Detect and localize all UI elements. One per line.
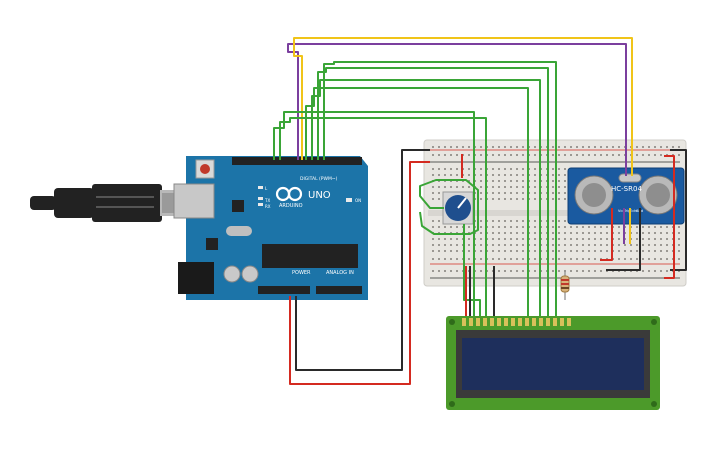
lcd-pin [567, 318, 571, 326]
wire-black-sensor[interactable] [606, 208, 641, 271]
lcd-pin [539, 318, 543, 326]
wire-green-pot[interactable] [419, 179, 479, 235]
wire-green-5[interactable] [317, 67, 549, 316]
on-label: ON [355, 198, 361, 203]
wire-black-rail[interactable] [670, 149, 687, 271]
lcd-16x2[interactable] [446, 316, 660, 410]
tx-label: TX [264, 198, 270, 203]
digital-label: DIGITAL (PWM~) [300, 176, 338, 182]
power-jack[interactable] [178, 262, 214, 294]
digital-header [232, 157, 362, 165]
lcd-pin [483, 318, 487, 326]
arduino-uno-board[interactable]: ARDUINO UNO DIGITAL (PWM~) POWER ANALOG … [173, 156, 368, 300]
sensor-pin-echo: Echo [630, 209, 639, 213]
tx-led [258, 197, 263, 200]
wire-red-rail[interactable] [664, 155, 675, 279]
lcd-pin [518, 318, 522, 326]
wire-green-6[interactable] [323, 61, 557, 316]
wire-red-5v[interactable] [289, 161, 430, 385]
power-header [258, 286, 310, 294]
usb-chip [232, 200, 244, 212]
reset-button-cap[interactable] [200, 164, 210, 174]
power-label: POWER [292, 270, 311, 276]
lcd-pin [469, 318, 473, 326]
lcd-pin [497, 318, 501, 326]
wires [273, 37, 687, 385]
lcd-pin [532, 318, 536, 326]
wire-black-gnd[interactable] [295, 149, 430, 371]
l-led [258, 186, 263, 189]
capacitor-2 [241, 265, 259, 283]
board-model: UNO [308, 190, 331, 201]
sensor-crystal [618, 173, 642, 183]
lcd-pin [504, 318, 508, 326]
wire-green-2[interactable] [279, 117, 487, 316]
lcd-pin-header [462, 318, 571, 326]
wire-green-4[interactable] [311, 79, 541, 316]
arduino-logo: ARDUINO [275, 186, 303, 209]
lcd-pin [525, 318, 529, 326]
wire-yellow[interactable] [293, 37, 633, 176]
resistor[interactable] [560, 272, 570, 300]
sensor-pin-vcc: Vcc [618, 209, 624, 213]
lcd-pin [490, 318, 494, 326]
analog-label: ANALOG IN [326, 270, 354, 276]
rx-led [258, 203, 263, 206]
lcd-pin [560, 318, 564, 326]
arduino-logo-text: ARDUINO [279, 203, 303, 209]
lcd-pin [546, 318, 550, 326]
lcd-pin [462, 318, 466, 326]
wire-green-1[interactable] [273, 111, 475, 316]
lcd-screen [462, 338, 644, 390]
on-led [346, 198, 352, 202]
capacitor-1 [223, 265, 241, 283]
hc-sr04-sensor[interactable]: HC-SR04 Vcc Trig Echo Gnd [567, 167, 685, 225]
sensor-model: HC-SR04 [611, 185, 642, 193]
usb-cable[interactable] [30, 184, 190, 222]
l-label: L [265, 186, 268, 191]
wire-red-sensor[interactable] [600, 208, 613, 261]
wire-green-pot-lcd[interactable] [463, 224, 481, 316]
usb-port[interactable] [173, 183, 215, 219]
crystal [226, 226, 252, 236]
regulator-chip [206, 238, 218, 250]
lcd-pin [553, 318, 557, 326]
wire-purple[interactable] [287, 43, 627, 176]
potentiometer[interactable] [442, 191, 474, 225]
lcd-pin [511, 318, 515, 326]
rx-label: RX [265, 204, 271, 209]
analog-header [316, 286, 362, 294]
atmega-chip [262, 244, 358, 268]
sensor-pin-trig: Trig [623, 209, 630, 213]
lcd-pin [476, 318, 480, 326]
